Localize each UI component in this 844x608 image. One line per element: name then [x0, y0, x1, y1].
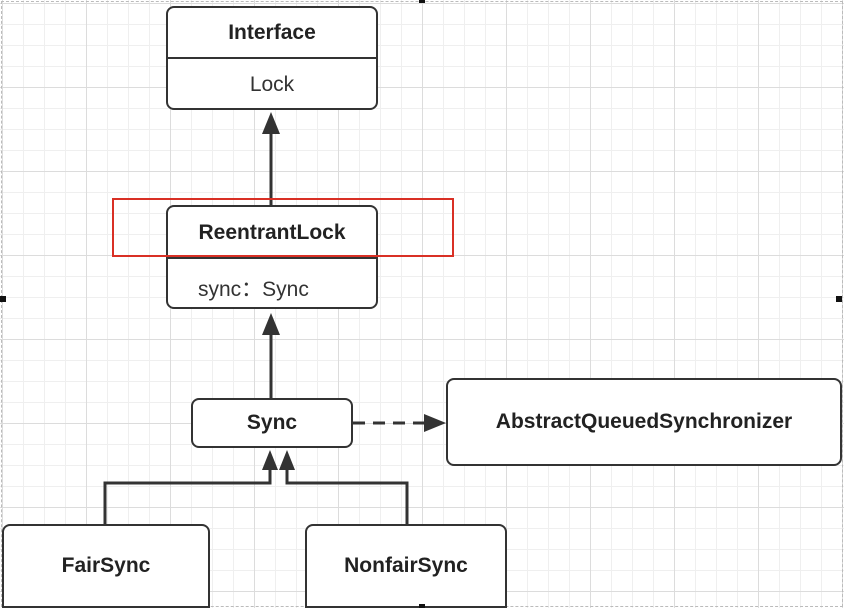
nonfairsync-label: NonfairSync: [344, 554, 468, 577]
sync-field-label: sync：Sync: [198, 278, 309, 301]
lock-arrowhead: [262, 112, 280, 134]
aqs-box[interactable]: AbstractQueuedSynchronizer: [446, 378, 842, 466]
selection-handle-top[interactable]: [419, 0, 425, 3]
reentrantlock-divider: [168, 257, 376, 259]
nonfairsync-box[interactable]: NonfairSync: [305, 524, 507, 608]
selection-handle-bottom[interactable]: [419, 604, 425, 608]
aqs-arrowhead: [424, 414, 446, 432]
interface-divider: [168, 57, 376, 59]
reentrantlock-arrowhead: [262, 313, 280, 335]
reentrantlock-label: ReentrantLock: [198, 221, 346, 244]
sync-box[interactable]: Sync: [191, 398, 353, 448]
selection-handle-left[interactable]: [0, 296, 6, 302]
aqs-label: AbstractQueuedSynchronizer: [495, 410, 793, 433]
fairsync-to-sync-line: [103, 468, 272, 524]
sync-label: Sync: [246, 411, 298, 434]
selection-handle-right[interactable]: [836, 296, 842, 302]
fairsync-arrowhead: [262, 450, 278, 470]
fairsync-box[interactable]: FairSync: [2, 524, 210, 608]
reentrantlock-highlight: [112, 198, 454, 257]
nonfairsync-to-sync-line: [285, 468, 409, 524]
reentrantlock-box[interactable]: ReentrantLock sync：Sync: [166, 205, 378, 309]
lock-label: Lock: [249, 73, 295, 96]
interface-lock-box[interactable]: Interface Lock: [166, 6, 378, 110]
fairsync-label: FairSync: [61, 554, 151, 577]
interface-label: Interface: [228, 21, 316, 44]
nonfairsync-arrowhead: [279, 450, 295, 470]
